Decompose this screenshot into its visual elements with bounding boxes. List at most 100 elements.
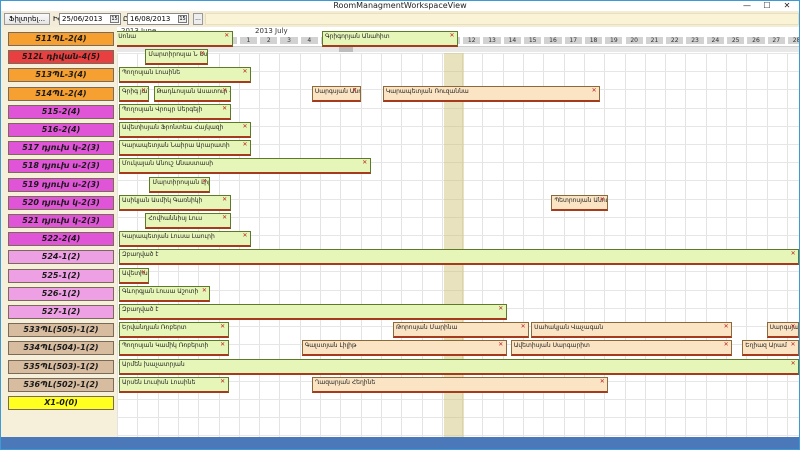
remove-booking-icon[interactable]: ✕ <box>591 86 597 94</box>
booking-block[interactable]: Ասիկյան Ասմիկ Գառնիկի✕ <box>119 194 231 211</box>
remove-booking-icon[interactable]: ✕ <box>599 195 605 203</box>
booking-block[interactable]: Զբաղված է✕ <box>119 304 507 320</box>
room-label[interactable]: 514ՊԼ-2(4) <box>8 86 114 101</box>
room-label[interactable]: 512L դիվան-4(5) <box>8 50 114 65</box>
apply-button[interactable]: ... <box>193 13 203 25</box>
minimize-button[interactable]: — <box>743 1 751 10</box>
booking-block[interactable]: Ղազարյան Հեղինե✕ <box>311 376 609 393</box>
room-label[interactable]: 536ՊԼ(502)-1(2) <box>8 377 114 392</box>
remove-booking-icon[interactable]: ✕ <box>242 141 248 149</box>
maximize-button[interactable]: ☐ <box>763 1 771 10</box>
booking-block[interactable]: Սահակյան Վաչագան✕ <box>531 322 733 339</box>
booking-block[interactable]: Սարգսյան✕ <box>766 322 799 339</box>
room-label[interactable]: 519 դյուխ ս-2(3) <box>8 177 114 192</box>
booking-block[interactable]: Արմեն խաչատրյան✕ <box>119 358 799 375</box>
scrollbar-thumb[interactable] <box>339 47 353 52</box>
booking-block[interactable]: Մարտիրոսյան Լիլի✕ <box>149 176 211 193</box>
room-label[interactable]: 521 դյուխ կ-2(3) <box>8 214 114 228</box>
booking-block[interactable]: Կարապետյան Լուսա Լաուրի✕ <box>119 231 251 248</box>
remove-booking-icon[interactable]: ✕ <box>242 123 248 130</box>
booking-block[interactable]: Սահակյան Սոնա✕ <box>117 31 233 47</box>
room-label[interactable]: 515-2(4) <box>8 104 114 119</box>
booking-block[interactable]: Երվանդյան Ռոբերտ✕ <box>119 322 229 339</box>
remove-booking-icon[interactable]: ✕ <box>362 159 368 167</box>
calendar-icon[interactable]: 15 <box>178 15 187 23</box>
remove-booking-icon[interactable]: ✕ <box>220 377 226 385</box>
remove-booking-icon[interactable]: ✕ <box>723 323 729 331</box>
room-label[interactable]: 535ՊԼ(503)-1(2) <box>8 359 114 374</box>
remove-booking-icon[interactable]: ✕ <box>222 214 228 221</box>
remove-booking-icon[interactable]: ✕ <box>140 86 146 94</box>
remove-booking-icon[interactable]: ✕ <box>220 341 226 349</box>
remove-booking-icon[interactable]: ✕ <box>201 177 207 185</box>
room-label[interactable]: 516-2(4) <box>8 123 114 137</box>
remove-booking-icon[interactable]: ✕ <box>242 232 248 240</box>
remove-booking-icon[interactable]: ✕ <box>140 268 146 276</box>
booking-block[interactable]: Պողոսյան Վրույր Սերգեյի✕ <box>119 103 231 120</box>
room-label[interactable]: X1-0(0) <box>8 396 114 410</box>
booking-block[interactable]: Գրիգ յան✕ <box>119 85 150 102</box>
booking-block[interactable]: Ավետիսյան Ֆրոնտեա Հայկազի✕ <box>119 122 251 138</box>
booking-block[interactable]: Հովհաննիսյ Լուս✕ <box>145 213 231 229</box>
remove-booking-icon[interactable]: ✕ <box>352 86 358 94</box>
booking-block[interactable]: Ավետիսյան Սարգարիտ✕ <box>510 340 733 357</box>
schedule-grid[interactable]: 2013 June 2013 July 29262728293012345678… <box>117 27 799 437</box>
room-label[interactable]: 517 դյուխ կ-2(3) <box>8 141 114 156</box>
booking-block[interactable]: Արսեն Լուսիսն Լուսինե✕ <box>119 376 229 393</box>
filter-button[interactable]: Ֆիլտրել... <box>4 13 50 25</box>
room-label[interactable]: 518 դյուխ ս-2(3) <box>8 159 114 174</box>
remove-booking-icon[interactable]: ✕ <box>790 323 796 331</box>
room-label[interactable]: 511ՊԼ-2(4) <box>8 32 114 46</box>
remove-booking-icon[interactable]: ✕ <box>222 195 228 203</box>
booking-block[interactable]: Գրիգորյան Անահիտ✕ <box>322 31 459 47</box>
booking-block[interactable]: Պետրոսյան Անուշ✕ <box>551 194 609 211</box>
close-button[interactable]: ✕ <box>783 1 791 10</box>
from-date-input[interactable]: 25/06/2013 15 <box>59 13 121 25</box>
remove-booking-icon[interactable]: ✕ <box>220 323 226 331</box>
booking-block[interactable]: Սարգսյան Անուշիկ✕ <box>311 85 361 102</box>
to-date-input[interactable]: 16/08/2013 15 <box>127 13 189 25</box>
booking-block[interactable]: Կարապետյան Ռուզաննա✕ <box>382 85 601 102</box>
remove-booking-icon[interactable]: ✕ <box>790 250 796 258</box>
room-label[interactable]: 533ՊԼ(505)-1(2) <box>8 323 114 338</box>
booking-block[interactable]: Մուկայան Անուշ Անաստասի✕ <box>119 158 371 175</box>
room-label[interactable]: 525-1(2) <box>8 268 114 283</box>
room-label[interactable]: 524-1(2) <box>8 250 114 265</box>
booking-block[interactable]: Մարտիրոսյա Ն Սամվել✕ <box>145 49 209 66</box>
remove-booking-icon[interactable]: ✕ <box>498 341 504 349</box>
remove-booking-icon[interactable]: ✕ <box>449 32 455 39</box>
remove-booking-icon[interactable]: ✕ <box>222 104 228 112</box>
room-label[interactable]: 534ՊԼ(504)-1(2) <box>8 341 114 356</box>
booking-block[interactable]: Գևորգյան Լուսա Աշոտի✕ <box>119 285 211 302</box>
remove-booking-icon[interactable]: ✕ <box>498 305 504 312</box>
grid-hline <box>117 216 799 218</box>
room-label[interactable]: 526-1(2) <box>8 286 114 301</box>
remove-booking-icon[interactable]: ✕ <box>222 86 228 94</box>
grid-vline <box>340 53 342 437</box>
calendar-icon[interactable]: 15 <box>110 15 119 23</box>
booking-block[interactable]: Թադևոսյան Ասատուր Հրեա✕ <box>153 85 231 102</box>
booking-block[interactable]: Ավետիս Լուսա✕ <box>119 267 150 284</box>
room-label[interactable]: 520 դյուխ կ-2(3) <box>8 195 114 210</box>
booking-block[interactable]: Պողոսյան Լուսինե✕ <box>119 67 251 84</box>
booking-block[interactable]: Կարապետյան Նաիրա Արարատի ✕ <box>119 140 251 157</box>
booking-block[interactable]: Եղիազ Արամ✕ <box>742 340 799 357</box>
booking-block[interactable]: Գալստյան Լիլիթ✕ <box>301 340 507 357</box>
room-label[interactable]: 522-2(4) <box>8 232 114 247</box>
day-cell: 3 <box>279 36 299 45</box>
booking-block[interactable]: Զբաղված է✕ <box>119 249 799 266</box>
remove-booking-icon[interactable]: ✕ <box>723 341 729 349</box>
remove-booking-icon[interactable]: ✕ <box>790 359 796 367</box>
remove-booking-icon[interactable]: ✕ <box>599 377 605 385</box>
booking-guest-name: Կարապետյան Նաիրա Արարատի <box>122 142 230 150</box>
remove-booking-icon[interactable]: ✕ <box>224 32 230 39</box>
remove-booking-icon[interactable]: ✕ <box>201 286 207 294</box>
remove-booking-icon[interactable]: ✕ <box>520 323 526 331</box>
booking-block[interactable]: Թորոսյան Մարինա✕ <box>393 322 530 339</box>
room-label[interactable]: 513ՊԼ-3(4) <box>8 68 114 83</box>
room-label[interactable]: 527-1(2) <box>8 305 114 319</box>
remove-booking-icon[interactable]: ✕ <box>790 341 796 349</box>
remove-booking-icon[interactable]: ✕ <box>242 68 248 76</box>
booking-block[interactable]: Պողոսյան Կամիկ Ռոբերտի✕ <box>119 340 229 357</box>
remove-booking-icon[interactable]: ✕ <box>199 50 205 58</box>
